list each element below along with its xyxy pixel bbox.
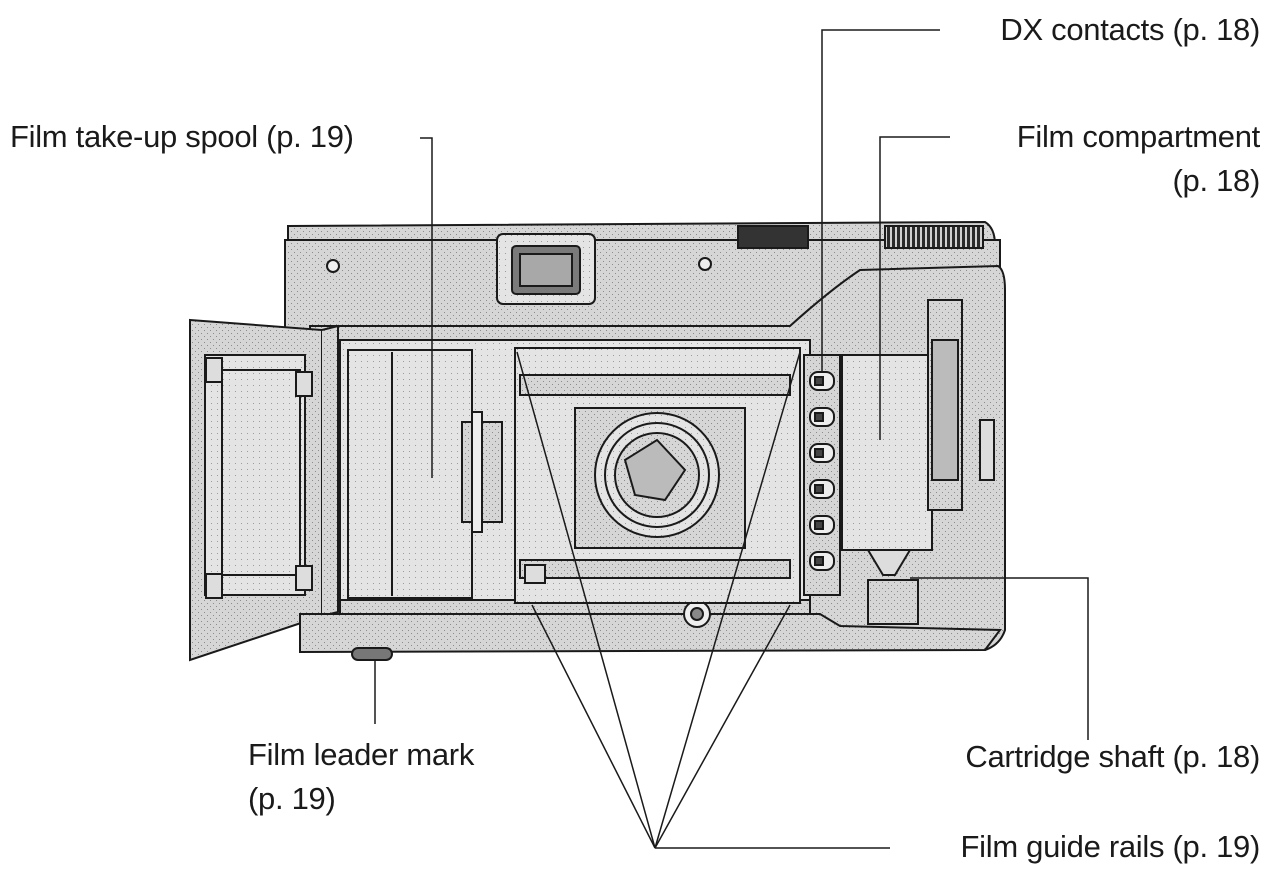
leader-take-up-spool [420,137,433,478]
label-film-compartment-page: (p. 18) [1172,163,1261,198]
label-film-compartment: Film compartment [1016,119,1261,154]
dx-contacts [803,354,841,596]
camera-back-door [189,318,339,662]
label-film-leader-mark-page: (p. 19) [248,781,336,816]
label-cartridge-shaft: Cartridge shaft (p. 18) [965,739,1260,774]
take-up-spool [347,349,503,599]
label-dx-contacts: DX contacts (p. 18) [1000,12,1260,47]
label-film-leader-mark: Film leader mark [248,737,475,772]
film-gate [514,347,801,604]
viewfinder-eyepiece [496,233,596,305]
label-take-up-spool: Film take-up spool (p. 19) [10,119,354,154]
cartridge-shaft [866,549,919,625]
leader-cartridge-shaft [910,577,1089,740]
leader-film-compartment [879,136,950,440]
leader-lines [374,29,1089,849]
leader-dx-contacts [821,29,940,372]
bottom-plate [299,600,1002,661]
label-film-guide-rails: Film guide rails (p. 19) [960,829,1261,864]
film-compartment [841,299,995,551]
